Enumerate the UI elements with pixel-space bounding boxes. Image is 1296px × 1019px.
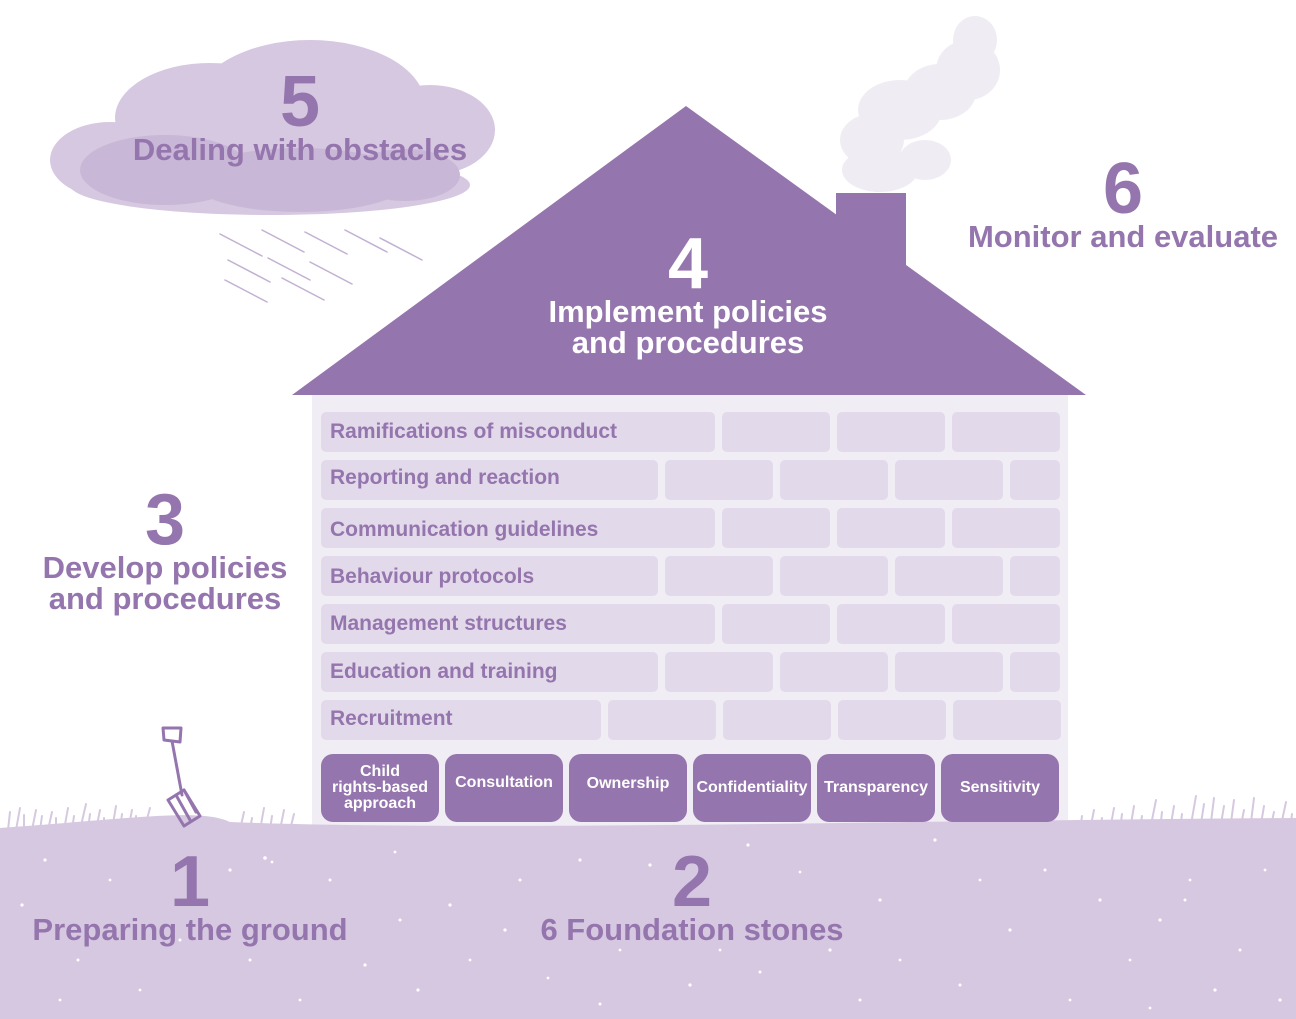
step-2: 2 6 Foundation stones — [520, 842, 864, 947]
brick-wall — [321, 412, 1061, 740]
foundation-stone-transparency: Transparency — [817, 754, 935, 822]
step-5-number: 5 — [279, 62, 321, 142]
step-5-label: Dealing with obstacles — [132, 132, 468, 167]
step-4-label-line1: Implement policies — [548, 294, 828, 329]
step-3: 3 Develop policies and procedures — [30, 480, 300, 616]
step-5: 5 Dealing with obstacles — [130, 62, 470, 167]
brick-label-management: Management structures — [330, 612, 567, 635]
brick-label-ramifications: Ramifications of misconduct — [330, 420, 618, 443]
step-4-label-line2: and procedures — [571, 325, 805, 360]
step-6-number: 6 — [1102, 149, 1144, 229]
stone-label: Ownership — [586, 775, 670, 792]
stone-label-line2: rights-based — [331, 779, 428, 796]
brick-label-communication: Communication guidelines — [330, 518, 599, 541]
stone-label: Transparency — [823, 779, 929, 796]
brick-label-behaviour: Behaviour protocols — [330, 565, 535, 588]
step-6: 6 Monitor and evaluate — [950, 149, 1296, 254]
stone-label-line3: approach — [343, 795, 416, 812]
foundation-stone-consultation: Consultation — [445, 754, 563, 822]
step-3-number: 3 — [144, 480, 186, 560]
roof-icon — [292, 106, 1086, 395]
stone-label: Sensitivity — [959, 779, 1041, 796]
stone-label-line1: Child — [359, 763, 400, 780]
smoke-icon — [840, 16, 1000, 192]
spade-icon — [161, 726, 202, 828]
ground-icon — [0, 815, 1296, 1019]
brick-label-recruitment: Recruitment — [330, 707, 453, 730]
rain-icon — [219, 229, 423, 303]
cloud-icon — [50, 40, 495, 215]
step-1-number: 1 — [169, 842, 211, 922]
stone-label: Confidentiality — [696, 779, 808, 796]
foundation-stone-confidentiality: Confidentiality — [693, 754, 811, 822]
step-2-number: 2 — [671, 842, 713, 922]
step-1: 1 Preparing the ground — [20, 842, 360, 947]
step-6-label: Monitor and evaluate — [967, 219, 1279, 254]
foundation-stone-ownership: Ownership — [569, 754, 687, 822]
step-3-label-line2: and procedures — [48, 581, 282, 616]
brick-label-reporting: Reporting and reaction — [330, 466, 560, 489]
ground-speckles — [20, 838, 1282, 1010]
brick-label-education: Education and training — [330, 660, 558, 683]
step-4-number: 4 — [667, 224, 709, 304]
step-4: 4 Implement policies and procedures — [520, 224, 856, 360]
foundation-stone-sensitivity: Sensitivity — [941, 754, 1059, 822]
stone-label: Consultation — [455, 774, 553, 791]
step-1-label: Preparing the ground — [32, 912, 348, 947]
step-2-label: 6 Foundation stones — [540, 912, 844, 947]
step-3-label-line1: Develop policies — [42, 550, 288, 585]
foundation-stone-child-rights: Child rights-based approach — [321, 754, 439, 822]
